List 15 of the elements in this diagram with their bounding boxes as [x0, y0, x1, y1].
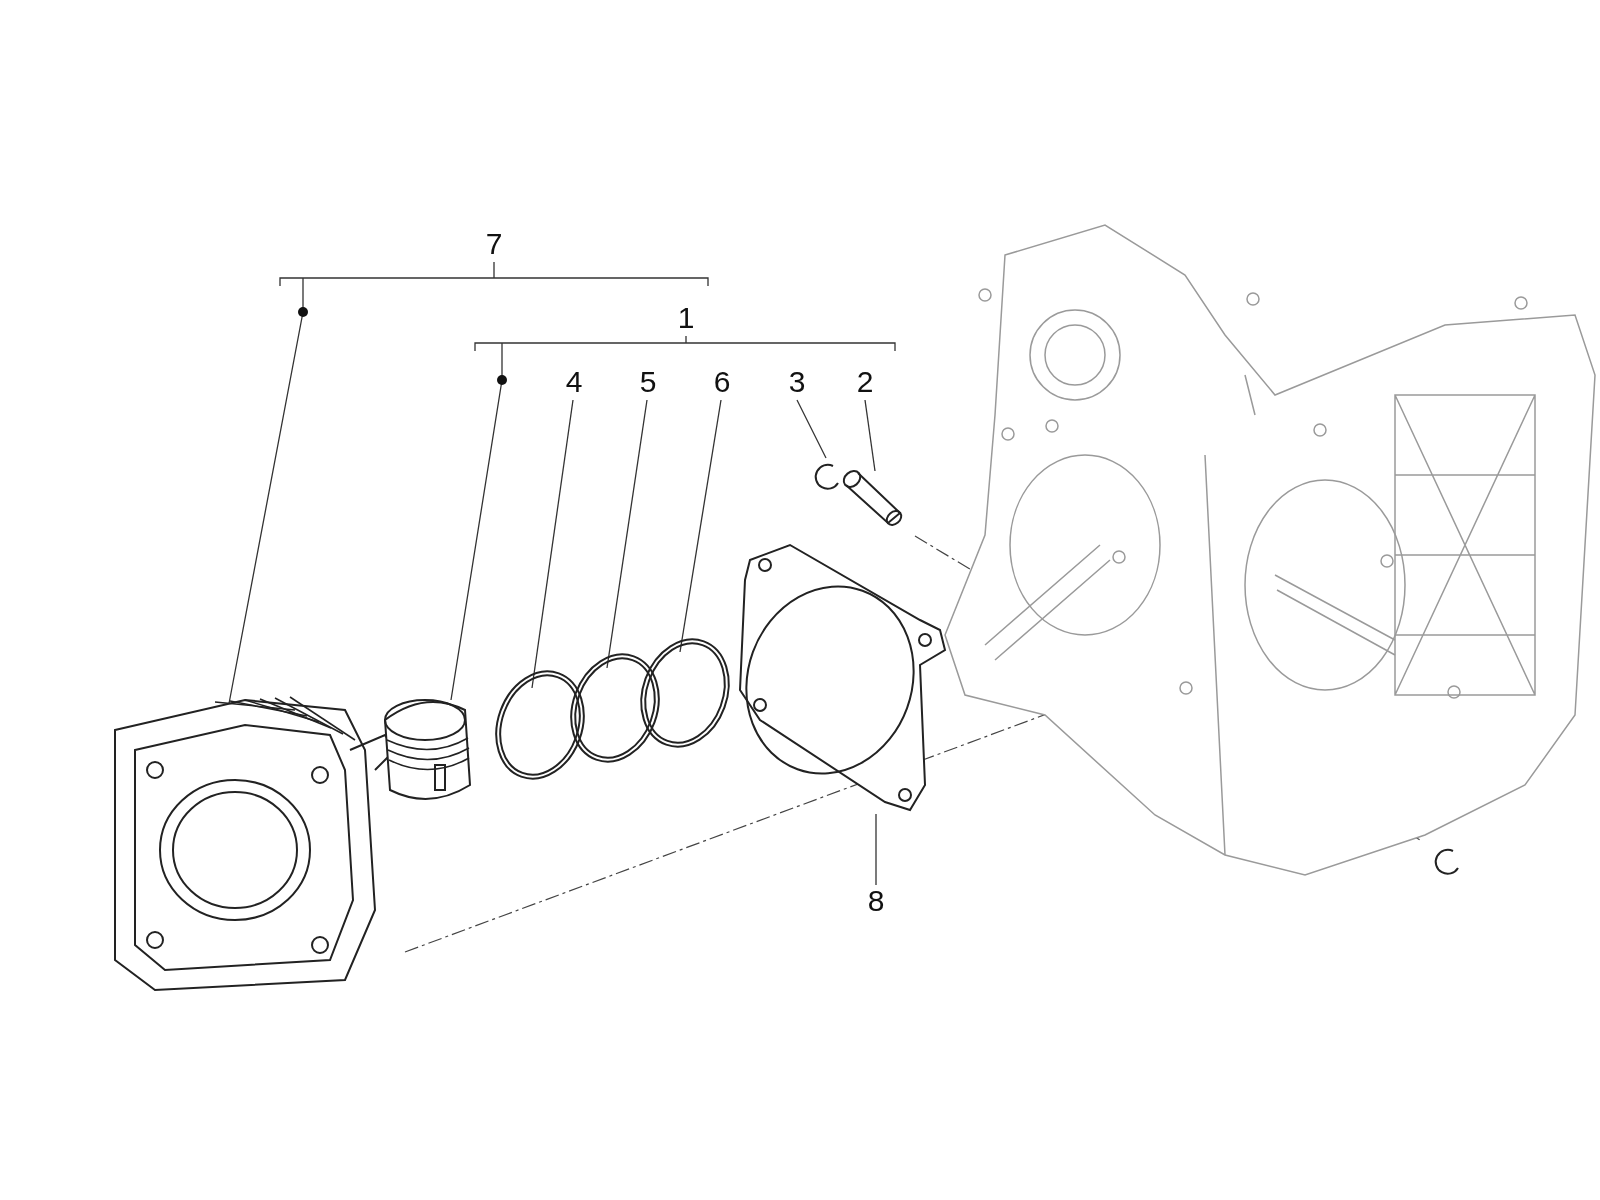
leader-line — [606, 399, 648, 669]
leader-line — [679, 399, 722, 653]
leader-line — [864, 399, 876, 472]
leader-line — [796, 399, 827, 459]
callout-number: 5 — [633, 366, 663, 400]
callout-number: 4 — [559, 366, 589, 400]
leader-line — [875, 813, 877, 886]
callout-number: 6 — [707, 366, 737, 400]
callout-number: 3 — [782, 366, 812, 400]
leader-line — [450, 335, 896, 701]
callout-number: 1 — [671, 302, 701, 336]
leader-line — [531, 399, 574, 689]
callout-number: 8 — [861, 885, 891, 919]
callout-number: 2 — [850, 366, 880, 400]
callout-number: 7 — [479, 228, 509, 262]
